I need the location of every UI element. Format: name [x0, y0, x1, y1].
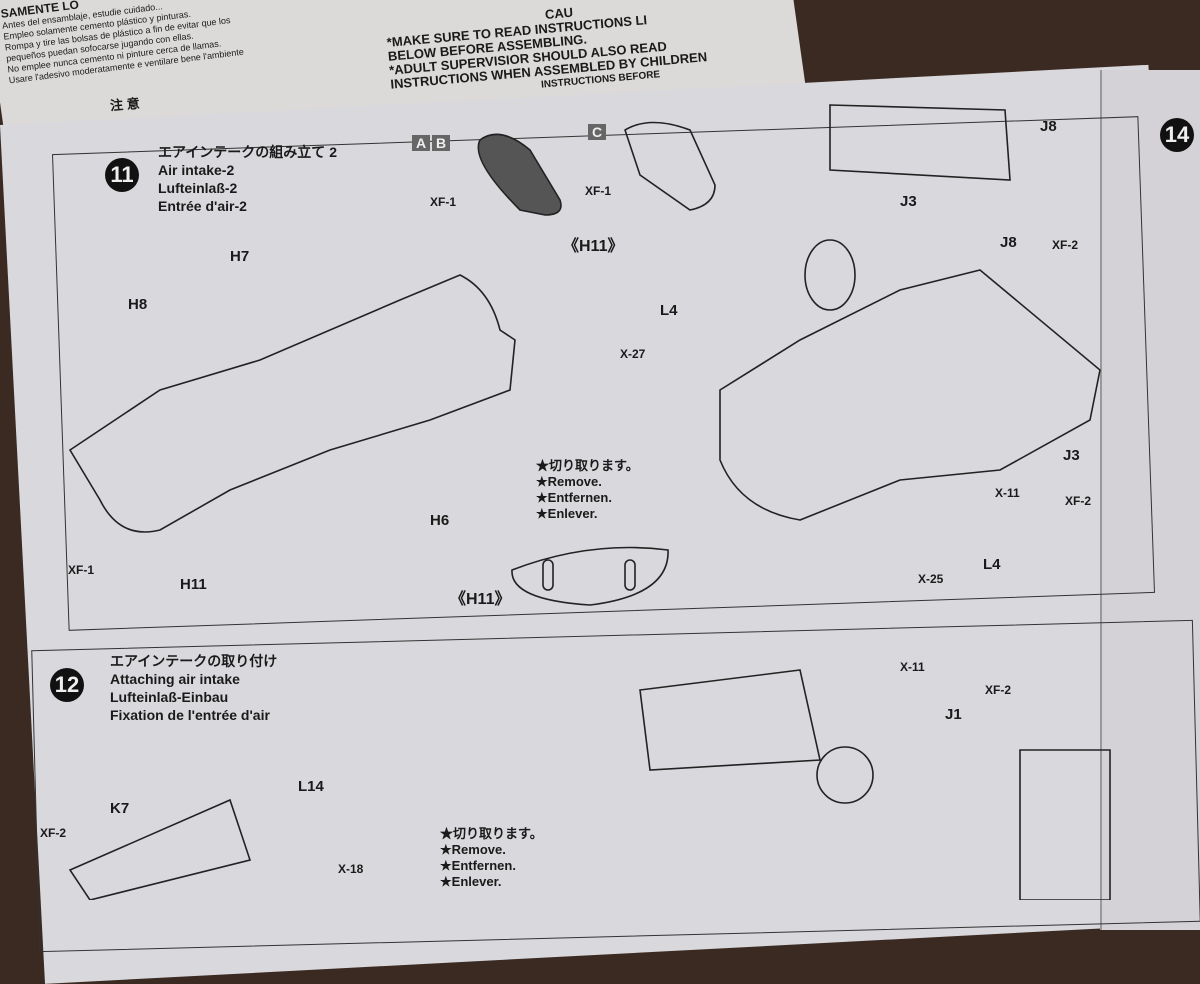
h11-detail-caption: 《H11》: [450, 591, 511, 608]
paint-xf1-intake: XF-1: [68, 563, 95, 577]
label-j1: J1: [945, 706, 962, 723]
paint-x27: X-27: [620, 347, 646, 361]
label-h6: H6: [430, 512, 450, 529]
label-j8-2: J8: [1000, 234, 1017, 251]
paint-x25: X-25: [918, 572, 944, 586]
title-de: Lufteinlaß-2: [158, 180, 238, 196]
paint-xf1: XF-1: [430, 195, 457, 209]
label-h7: H7: [230, 248, 250, 265]
label-h8: H8: [128, 296, 148, 313]
label-h11: H11: [180, 576, 207, 593]
title-de: Lufteinlaß-Einbau: [110, 689, 229, 705]
h11-part-dark: [477, 133, 562, 216]
title-fr: Entrée d'air-2: [158, 198, 247, 214]
variant-c-badge: C: [588, 124, 608, 141]
fuselage-assembly: [719, 269, 1101, 521]
title-jp: エアインテークの取り付け: [110, 653, 278, 669]
step-12-badge: 12: [50, 668, 84, 702]
step-11-badge: 11: [105, 158, 139, 192]
remove-note-step11: ★切り取ります。 ★Remove. ★Entfernen. ★Enlever.: [536, 458, 639, 522]
remove-jp: ★切り取ります。: [536, 458, 639, 473]
title-jp: エアインテークの組み立て 2: [158, 144, 337, 160]
next-page: [1100, 70, 1200, 930]
remove-de: ★Entfernen.: [440, 858, 516, 873]
label-j3: J3: [900, 193, 917, 210]
remove-fr: ★Enlever.: [536, 506, 598, 521]
paint-x11: X-11: [995, 486, 1020, 500]
paint-xf2-k7: XF-2: [40, 826, 67, 840]
wheel-step12: [816, 746, 874, 804]
label-j3-2: J3: [1063, 447, 1080, 464]
title-en: Air intake-2: [158, 162, 235, 178]
step-11-title: エアインテークの組み立て 2 Air intake-2 Lufteinlaß-2…: [158, 143, 337, 215]
variant-b: B: [432, 135, 450, 151]
paint-xf2-j1: XF-2: [985, 683, 1012, 697]
remove-note-step12: ★切り取ります。 ★Remove. ★Entfernen. ★Enlever.: [440, 826, 543, 890]
step-14-badge: 14: [1160, 118, 1194, 152]
title-en: Attaching air intake: [110, 671, 240, 687]
air-intake-assembly: [68, 274, 516, 533]
label-l4: L4: [660, 302, 678, 319]
intake-part-step12: [639, 669, 821, 771]
paint-xf2: XF-2: [1052, 238, 1079, 252]
label-j8: J8: [1040, 118, 1057, 135]
label-l4-lower: L4: [983, 556, 1001, 573]
step-12-title: エアインテークの取り付け Attaching air intake Luftei…: [110, 652, 277, 724]
remove-en: ★Remove.: [536, 474, 602, 489]
h11-part-light: [624, 121, 716, 211]
landing-wheel: [804, 239, 856, 311]
remove-jp: ★切り取ります。: [440, 826, 543, 841]
k7-part: [68, 798, 252, 900]
h11-cutout-detail: [511, 546, 669, 606]
variant-a: A: [412, 135, 430, 151]
side-detail-step12: [1019, 749, 1111, 900]
paint-x18: X-18: [338, 862, 364, 876]
variant-c: C: [588, 124, 606, 140]
assembly-drawings: [68, 104, 1111, 900]
paint-xf1-c: XF-1: [585, 184, 612, 198]
remove-fr: ★Enlever.: [440, 874, 502, 889]
paint-x11-j1: X-11: [900, 660, 925, 674]
remove-en: ★Remove.: [440, 842, 506, 857]
label-k7: K7: [110, 800, 130, 817]
paint-xf2-j3: XF-2: [1065, 494, 1092, 508]
remove-de: ★Entfernen.: [536, 490, 612, 505]
wheel-well-detail: [829, 104, 1011, 181]
label-l14: L14: [298, 778, 324, 795]
h11-caption: 《H11》: [563, 238, 624, 255]
title-fr: Fixation de l'entrée d'air: [110, 707, 270, 723]
